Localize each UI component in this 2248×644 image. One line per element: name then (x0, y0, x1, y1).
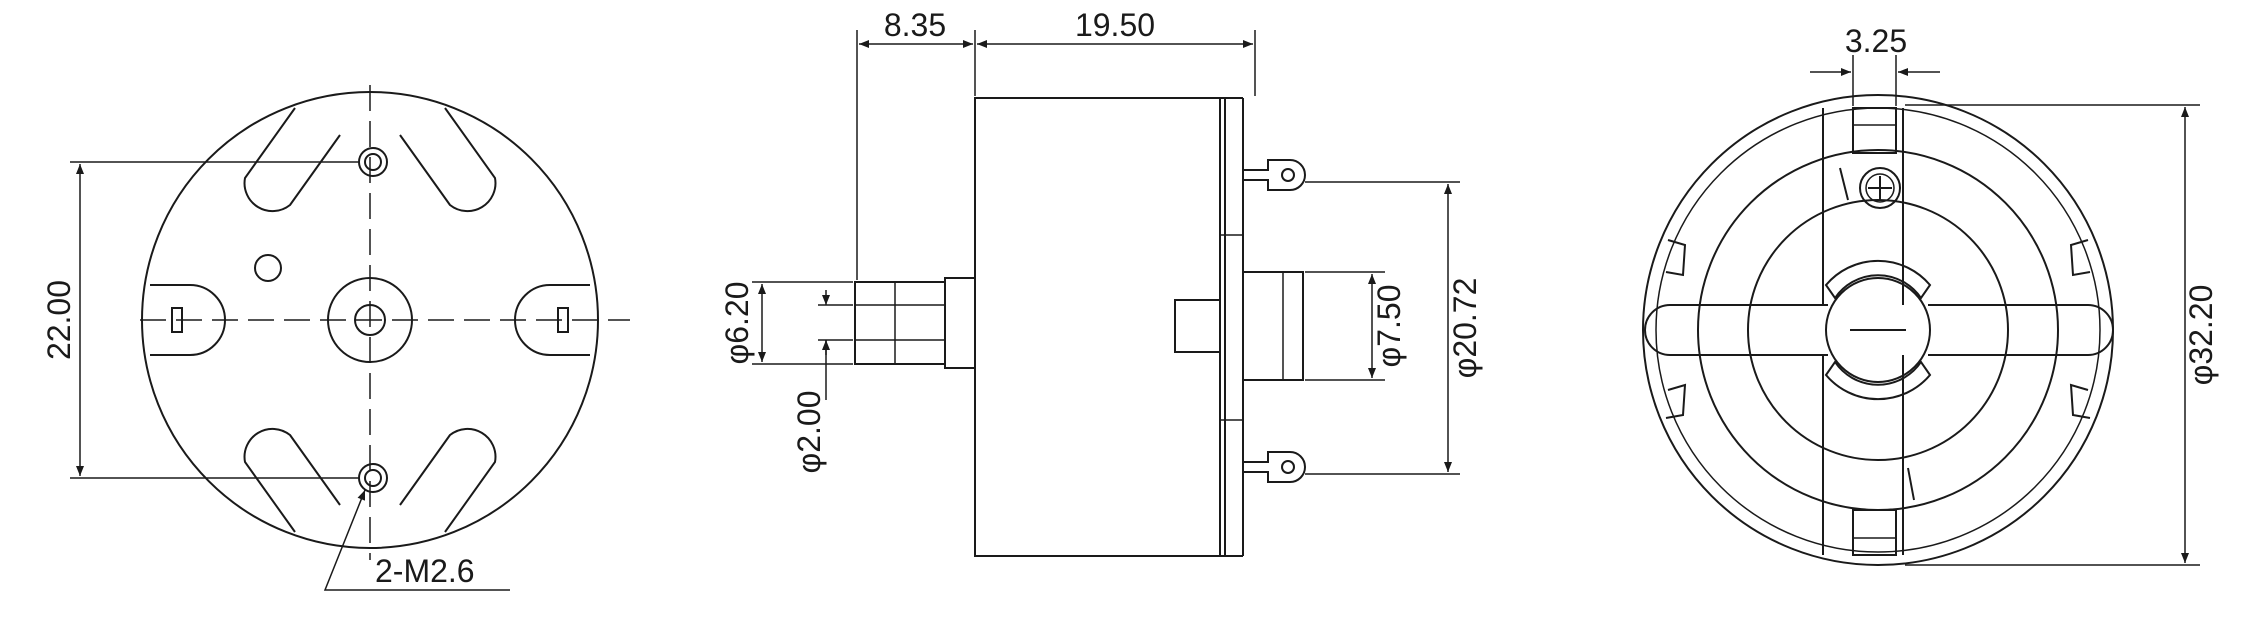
rear-screw (1859, 167, 1901, 209)
front-slot-top-right (399, 107, 497, 213)
front-mount-hole-bottom (358, 463, 388, 493)
dim-2-m2-6: 2-M2.6 (375, 553, 475, 589)
dim-dia-7-50: φ7.50 (1371, 284, 1407, 367)
front-terminal-left (150, 284, 226, 356)
front-terminal-right (514, 284, 590, 356)
side-rear-boss (1242, 271, 1304, 381)
front-slot-bottom-left (243, 427, 341, 533)
front-vent-hole (254, 254, 282, 282)
dim-dia-20-72: φ20.72 (1447, 278, 1483, 379)
front-view: 22.00 2-M2.6 (41, 85, 630, 591)
rear-vertical-strap (1822, 108, 1904, 555)
rear-bearing (1825, 277, 1931, 383)
rear-view: 3.25 φ32.20 (1642, 23, 2219, 566)
front-slot-bottom-right (399, 427, 497, 533)
side-brush-holder (1174, 299, 1221, 353)
front-shaft-boss (327, 277, 413, 363)
side-terminal-top (1243, 159, 1306, 191)
front-shaft (354, 304, 386, 336)
side-terminal-bottom (1243, 451, 1306, 483)
side-shaft (854, 281, 946, 365)
front-mount-hole-top (358, 147, 388, 177)
dim-dia-2-00: φ2.00 (791, 390, 827, 473)
side-front-boss (944, 277, 976, 369)
side-body (974, 97, 1226, 557)
front-slot-top-left (243, 107, 341, 213)
dim-dia-6-20: φ6.20 (719, 281, 755, 364)
dim-22-00: 22.00 (41, 280, 77, 360)
side-view: 8.35 19.50 φ6.20 φ2.00 φ7.50 φ20.72 (719, 7, 1483, 557)
dim-3-25: 3.25 (1845, 23, 1907, 59)
dim-dia-32-20: φ32.20 (2183, 285, 2219, 386)
dim-19-50: 19.50 (1075, 7, 1155, 43)
rear-cross-bar (1670, 304, 2088, 356)
rear-ring-inner (1747, 199, 2009, 461)
dim-8-35: 8.35 (884, 7, 946, 43)
